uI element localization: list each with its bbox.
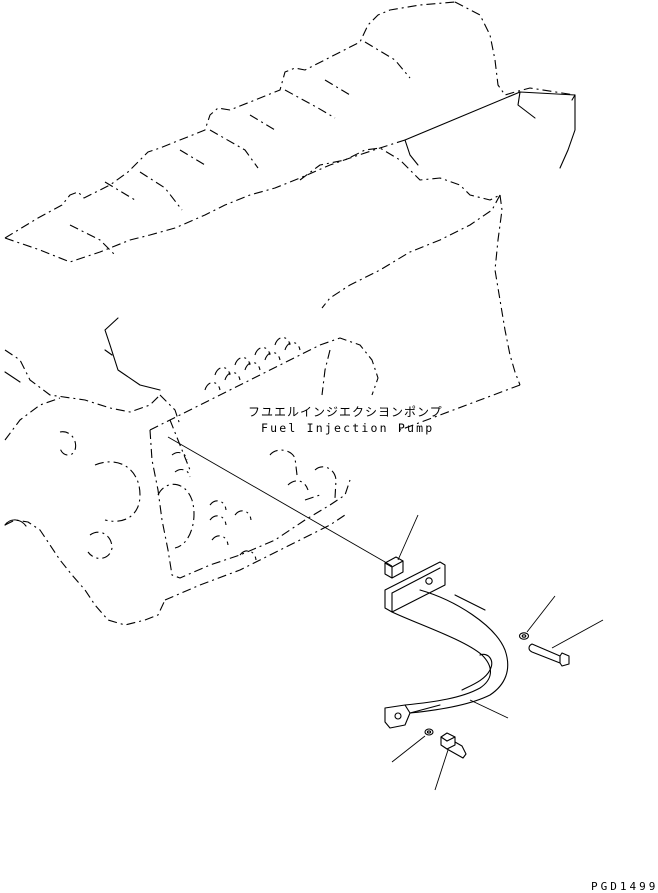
drawing-code: PGD1499 xyxy=(591,880,658,893)
callout-line-bolt-lower xyxy=(434,749,449,791)
bracket-guard xyxy=(384,561,509,729)
callout-line-washer-lower xyxy=(391,735,426,763)
upper-bolt xyxy=(528,619,604,667)
callout-line-washer-upper xyxy=(526,595,556,633)
callout-line-bracket xyxy=(469,699,509,719)
pump-label: フユエルインジエクシヨンポンプ Fuel Injection Pump xyxy=(248,405,443,435)
pump-label-jp: フユエルインジエクシヨンポンプ xyxy=(248,405,443,419)
engine-block-outline xyxy=(4,1,576,626)
lower-bolt xyxy=(434,732,467,791)
lower-washer xyxy=(391,728,434,763)
upper-washer xyxy=(518,595,556,640)
spacer-collar xyxy=(384,514,419,579)
callout-line-bolt-upper xyxy=(551,619,604,649)
fuel-injection-pump-outline xyxy=(149,336,379,579)
callout-line-spacer xyxy=(397,514,419,561)
leader-line-pump xyxy=(167,436,393,567)
pump-label-en: Fuel Injection Pump xyxy=(261,421,434,435)
